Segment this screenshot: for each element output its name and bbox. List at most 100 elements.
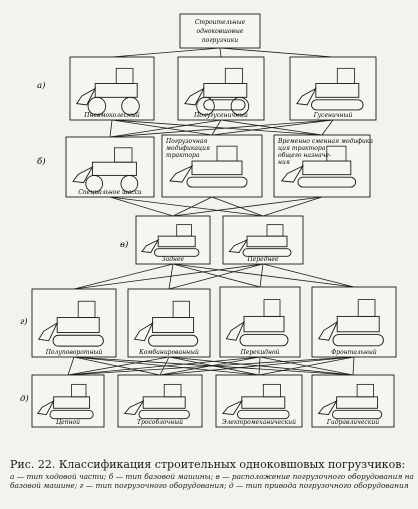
connector-line bbox=[211, 119, 222, 136]
class-node: Временно сменная модификация трактораобщ… bbox=[273, 134, 373, 198]
figure-caption-legend: а — тип ходовой части; б — тип базовой м… bbox=[10, 472, 414, 490]
cab-icon bbox=[356, 383, 374, 398]
node-label: общего назначе- bbox=[278, 152, 331, 159]
class-node: Специальное шасси bbox=[65, 136, 155, 198]
node-frame bbox=[311, 286, 397, 358]
class-node: Перекидной bbox=[219, 286, 301, 358]
cab-icon bbox=[224, 67, 243, 84]
wheel-icon bbox=[230, 96, 250, 116]
cab-icon bbox=[172, 300, 190, 318]
root-label-line: Строительные bbox=[195, 19, 246, 26]
connector-line bbox=[262, 263, 355, 288]
connector-line bbox=[211, 196, 264, 217]
connector-line bbox=[111, 119, 323, 136]
cab-icon bbox=[326, 145, 347, 162]
class-node: Цепной bbox=[31, 374, 105, 428]
track-icon bbox=[239, 334, 289, 347]
node-label: Комбинированный bbox=[138, 349, 199, 356]
bucket-icon bbox=[36, 399, 55, 416]
node-label: Гусеничный bbox=[313, 112, 353, 119]
wheel-icon bbox=[85, 174, 104, 193]
bucket-icon bbox=[141, 238, 160, 253]
connector-line bbox=[109, 196, 174, 217]
track-icon bbox=[237, 409, 290, 420]
wheel-icon bbox=[87, 96, 107, 116]
node-label: Трособлочный bbox=[137, 419, 183, 426]
bucket-icon bbox=[296, 87, 317, 106]
connector-line bbox=[219, 47, 334, 58]
track-icon bbox=[311, 99, 364, 111]
node-label: Полугусеничный bbox=[193, 112, 248, 119]
cab-icon bbox=[357, 299, 376, 317]
connector-line bbox=[258, 356, 355, 376]
class-node: Переднее bbox=[222, 215, 304, 265]
node-label: Погрузочная bbox=[165, 138, 207, 145]
cab-icon bbox=[71, 383, 87, 398]
bucket-icon bbox=[123, 399, 145, 415]
root-node: Строительные одноковшовые погрузчики bbox=[179, 13, 261, 49]
track-icon bbox=[203, 99, 246, 111]
row-letter: в) bbox=[120, 239, 128, 250]
track-icon bbox=[52, 334, 104, 347]
wheel-icon bbox=[120, 174, 139, 193]
row-letter: б) bbox=[37, 156, 46, 167]
cab-icon bbox=[77, 300, 96, 318]
track-icon bbox=[49, 409, 94, 420]
cab-icon bbox=[115, 67, 134, 84]
node-label: Пневмоколесный bbox=[83, 112, 140, 119]
class-node: Пневмоколесный bbox=[69, 56, 155, 121]
node-label: Гидравлический bbox=[326, 419, 379, 426]
node-label: Переднее bbox=[246, 256, 278, 263]
root-label-line: погрузчики bbox=[202, 37, 238, 44]
bucket-icon bbox=[72, 165, 94, 184]
connector-line bbox=[73, 263, 264, 290]
node-frame bbox=[117, 374, 203, 428]
node-frame bbox=[177, 56, 265, 121]
node-label: Электромеханический bbox=[222, 419, 296, 426]
connector-line bbox=[111, 47, 221, 58]
class-node: Электромеханический bbox=[215, 374, 303, 428]
connector-line bbox=[109, 196, 264, 217]
node-label: Полуповоротный bbox=[45, 349, 103, 356]
connector-line bbox=[67, 356, 355, 376]
cab-icon bbox=[262, 383, 281, 398]
connector-line bbox=[172, 263, 355, 288]
bucket-icon bbox=[317, 399, 338, 415]
connector-line bbox=[259, 263, 264, 288]
root-label-line: одноковшовые bbox=[197, 28, 244, 35]
bucket-icon bbox=[280, 164, 304, 183]
row-letter: г) bbox=[20, 316, 28, 327]
track-icon bbox=[332, 409, 383, 420]
bucket-icon bbox=[75, 87, 97, 106]
node-frame bbox=[127, 288, 211, 358]
class-node: Трособлочный bbox=[117, 374, 203, 428]
connector-line bbox=[67, 356, 261, 376]
connector-line bbox=[109, 119, 222, 138]
row-letter: д) bbox=[20, 393, 29, 404]
class-node: Комбинированный bbox=[127, 288, 211, 358]
node-label: трактора bbox=[166, 152, 200, 159]
connector-line bbox=[67, 356, 75, 376]
class-node: Полугусеничный bbox=[177, 56, 265, 121]
bucket-icon bbox=[317, 320, 339, 341]
class-node: Полуповоротный bbox=[31, 288, 117, 358]
connector-line bbox=[172, 196, 213, 217]
connector-line bbox=[262, 196, 323, 217]
figure-caption-title: Рис. 22. Классификация строительных одно… bbox=[10, 458, 406, 471]
node-label: ция трактора bbox=[278, 145, 326, 152]
track-icon bbox=[138, 409, 190, 420]
node-label: Временно сменная модифика bbox=[277, 138, 373, 145]
connector-line bbox=[73, 263, 174, 290]
class-node: Гусеничный bbox=[289, 56, 377, 121]
node-label: ния bbox=[278, 159, 290, 166]
wheel-icon bbox=[196, 96, 215, 116]
node-label: модификация bbox=[166, 145, 210, 152]
node-frame bbox=[219, 286, 301, 358]
track-icon bbox=[242, 248, 292, 257]
node-frame bbox=[65, 136, 155, 198]
node-frame bbox=[69, 56, 155, 121]
class-node: Фронтальный bbox=[311, 286, 397, 358]
connector-line bbox=[109, 119, 113, 138]
